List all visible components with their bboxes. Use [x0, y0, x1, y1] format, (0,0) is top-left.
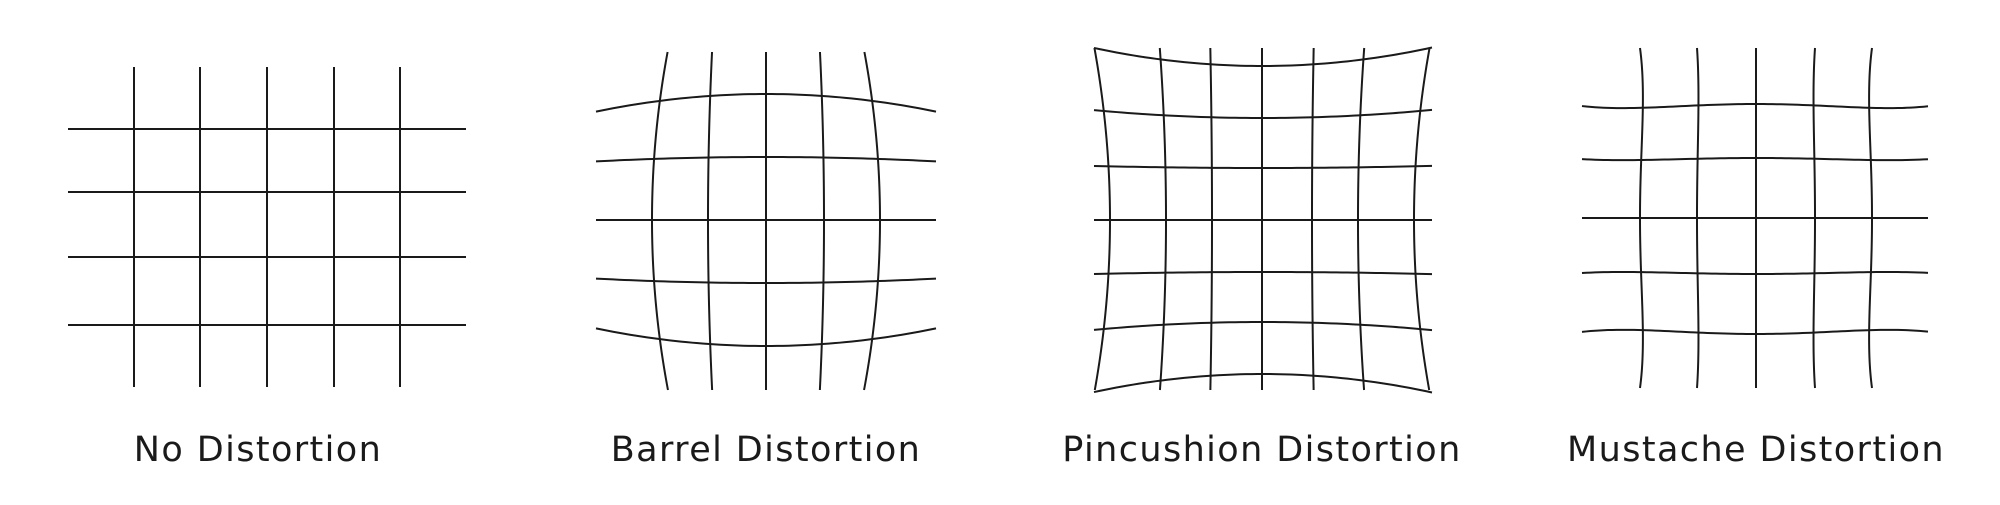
barrel-distortion-caption: Barrel Distortion — [610, 430, 922, 470]
no-distortion-caption: No Distortion — [133, 430, 383, 470]
grid-horizontal-line — [1093, 271, 1433, 276]
grid-horizontal-line — [1093, 320, 1433, 332]
grid-horizontal-line — [1581, 328, 1929, 336]
no-distortion-grid — [68, 67, 466, 387]
grid-horizontal-line — [1093, 46, 1433, 68]
mustache-distortion-caption: Mustache Distortion — [1567, 430, 1945, 470]
grid-horizontal-line — [1581, 102, 1929, 110]
grid-horizontal-line — [1093, 164, 1433, 169]
mustache-distortion-grid — [1581, 47, 1929, 389]
pincushion-distortion-grid — [1093, 46, 1433, 394]
barrel-distortion-grid — [595, 51, 937, 391]
grid-horizontal-line — [1093, 108, 1433, 120]
grid-horizontal-line — [595, 327, 937, 348]
pincushion-distortion-caption: Pincushion Distortion — [1062, 430, 1462, 470]
grid-horizontal-line — [595, 92, 937, 113]
grid-horizontal-line — [595, 277, 937, 284]
grid-horizontal-line — [1581, 157, 1929, 162]
grid-horizontal-line — [1093, 372, 1433, 394]
grid-horizontal-line — [595, 156, 937, 163]
grid-horizontal-line — [1581, 270, 1929, 275]
